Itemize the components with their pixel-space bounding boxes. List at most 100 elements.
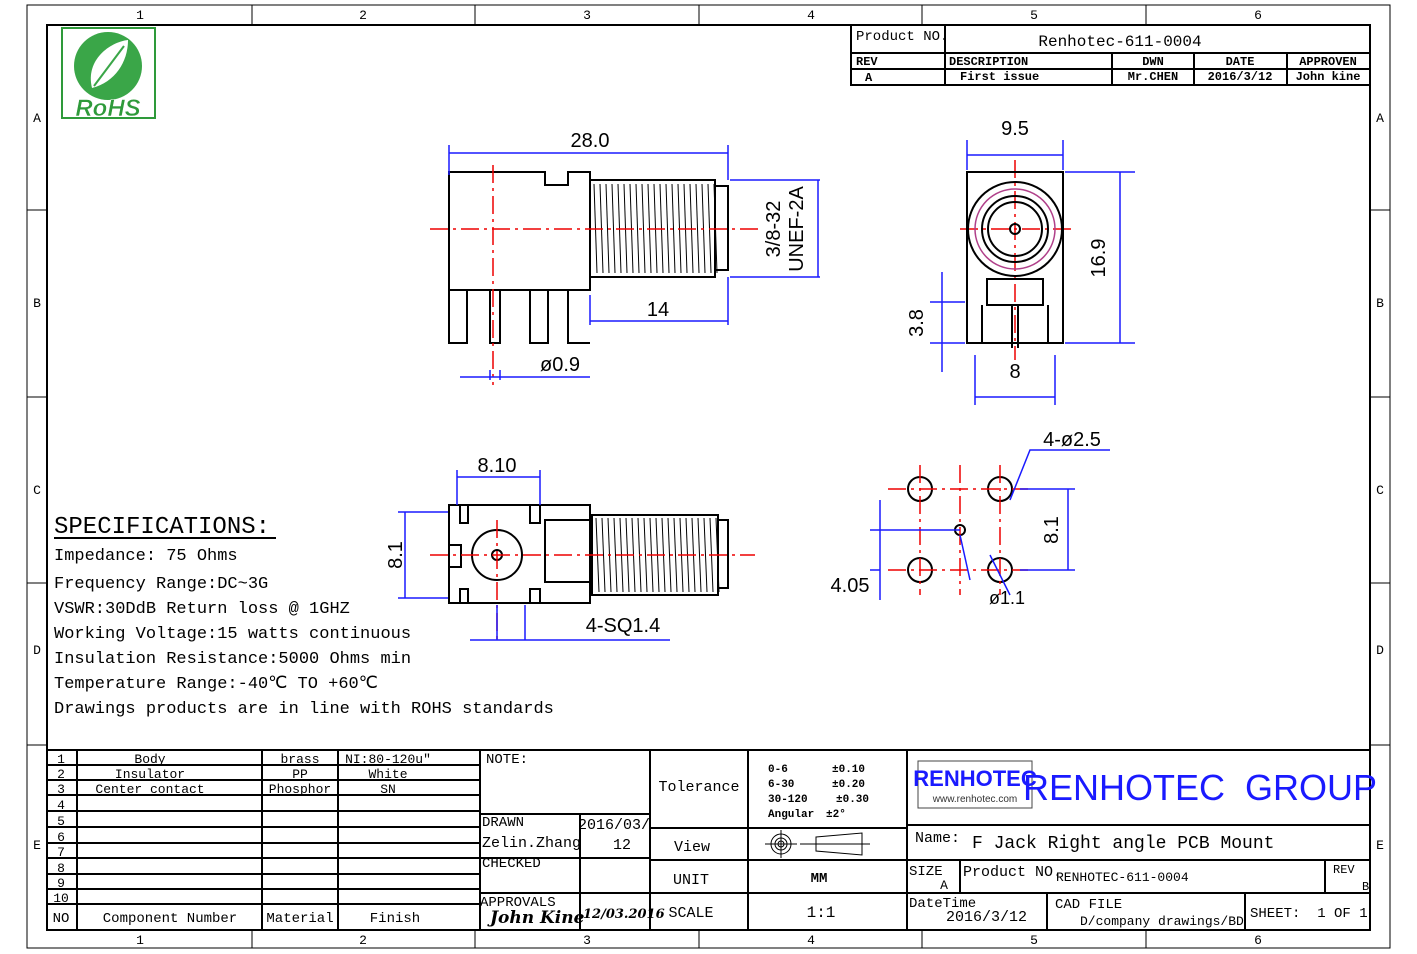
thread-line [695, 183, 700, 274]
svg-text:6: 6 [1254, 933, 1262, 948]
svg-text:D: D [33, 643, 41, 658]
svg-text:5: 5 [1030, 933, 1038, 948]
svg-text:RENHOTEC GROUP: RENHOTEC GROUP [1023, 767, 1377, 808]
svg-text:John kine: John kine [1296, 70, 1361, 84]
bom-cell: Body [134, 752, 165, 767]
svg-text:Drawings products are in line: Drawings products are in line with ROHS … [54, 700, 554, 719]
bom-cell: NI:80-120u" [345, 752, 431, 767]
svg-text:B: B [33, 296, 41, 311]
svg-text:2016/03/: 2016/03/ [578, 817, 650, 834]
svg-text:First issue: First issue [960, 70, 1039, 84]
svg-text:John Kine: John Kine [487, 908, 585, 928]
svg-text:Impedance: 75 Ohms: Impedance: 75 Ohms [54, 547, 238, 566]
svg-text:RENHOTEC: RENHOTEC [913, 766, 1037, 791]
svg-text:8: 8 [1009, 361, 1020, 383]
svg-text:REV: REV [856, 55, 878, 69]
svg-text:Insulation Resistance:5000 Ohm: Insulation Resistance:5000 Ohms min [54, 650, 411, 669]
svg-text:www.renhotec.com: www.renhotec.com [932, 794, 1017, 805]
svg-text:A: A [33, 111, 41, 126]
inner-frame [46, 24, 1371, 931]
svg-text:SHEET: 1 OF 1: SHEET: 1 OF 1 [1250, 906, 1368, 922]
svg-text:CHECKED: CHECKED [482, 856, 541, 872]
svg-text:3: 3 [583, 933, 591, 948]
svg-text:Material: Material [266, 911, 333, 927]
svg-text:Temperature Range:-40℃ TO +60℃: Temperature Range:-40℃ TO +60℃ [54, 675, 378, 694]
thread-line [671, 183, 676, 274]
rohs-logo: RoHS [61, 27, 156, 122]
bom-cell: 4 [57, 798, 65, 813]
revision-block: Product NO. Renhotec-611-0004 REV DESCRI… [850, 24, 1371, 86]
svg-text:VSWR:30DdB Return loss @ 1GHZ: VSWR:30DdB Return loss @ 1GHZ [54, 600, 350, 619]
bom-cell: Phosphor [269, 782, 331, 797]
thread-line [641, 183, 646, 274]
svg-text:D/company drawings/BD: D/company drawings/BD [1080, 914, 1244, 929]
svg-text:8.1: 8.1 [1041, 516, 1063, 544]
svg-text:Product NO.: Product NO. [963, 864, 1062, 881]
bom-cell: White [368, 767, 407, 782]
bom-cell: brass [280, 752, 319, 767]
svg-text:14: 14 [647, 299, 669, 321]
svg-text:A: A [865, 71, 873, 85]
svg-text:ø0.9: ø0.9 [540, 354, 580, 376]
svg-text:Angular: Angular [768, 809, 814, 821]
svg-text:3/8-32: 3/8-32 [763, 201, 785, 258]
bom-cell: 6 [57, 830, 65, 845]
svg-text:DWN: DWN [1142, 55, 1164, 69]
svg-text:Renhotec-611-0004: Renhotec-611-0004 [1038, 33, 1201, 51]
svg-text:ø1.1: ø1.1 [989, 588, 1025, 608]
grid-dividers [27, 5, 1390, 948]
svg-text:28.0: 28.0 [571, 130, 610, 152]
svg-text:View: View [674, 839, 710, 856]
bom-cell: Insulator [115, 767, 185, 782]
svg-text:Frequency Range:DC~3G: Frequency Range:DC~3G [54, 575, 268, 594]
svg-text:DESCRIPTION: DESCRIPTION [949, 55, 1028, 69]
svg-text:2016/3/12: 2016/3/12 [1208, 70, 1273, 84]
bom-cell: SN [380, 782, 396, 797]
svg-text:APPROVALS: APPROVALS [480, 895, 556, 911]
svg-text:E: E [33, 838, 41, 853]
svg-text:Product NO.: Product NO. [856, 29, 948, 45]
svg-text:Mr.CHEN: Mr.CHEN [1128, 70, 1178, 84]
svg-text:4-ø2.5: 4-ø2.5 [1043, 429, 1101, 451]
svg-text:APPROVEN: APPROVEN [1299, 55, 1357, 69]
svg-text:DRAWN: DRAWN [482, 815, 524, 831]
svg-text:SIZE: SIZE [909, 864, 943, 880]
thread-line [643, 517, 648, 593]
specifications: SPECIFICATIONS: Impedance: 75 Ohms Frequ… [54, 514, 554, 719]
svg-text:2: 2 [359, 933, 367, 948]
svg-text:DateTime: DateTime [909, 896, 976, 912]
svg-text:Tolerance: Tolerance [658, 779, 739, 796]
thread-line [605, 183, 610, 274]
svg-text:±0.20: ±0.20 [832, 779, 865, 791]
svg-text:RoHS: RoHS [75, 95, 140, 122]
svg-text:2: 2 [359, 8, 367, 23]
svg-text:NOTE:: NOTE: [486, 752, 528, 768]
svg-text:5: 5 [1030, 8, 1038, 23]
svg-text:±0.10: ±0.10 [832, 764, 865, 776]
svg-text:MM: MM [811, 871, 828, 887]
projection-symbol-icon [765, 830, 870, 858]
top-view: 8.10 4-SQ1.4 8.1 [385, 455, 755, 641]
thread-line [613, 517, 618, 593]
svg-text:8.10: 8.10 [478, 455, 517, 477]
svg-text:2016/3/12: 2016/3/12 [946, 909, 1027, 926]
svg-text:F Jack Right angle PCB Mount: F Jack Right angle PCB Mount [972, 834, 1274, 854]
thread-line [673, 517, 678, 593]
svg-text:3: 3 [583, 8, 591, 23]
bom-cell: 8 [57, 861, 65, 876]
svg-text:Name:: Name: [915, 830, 960, 847]
svg-text:4: 4 [807, 8, 815, 23]
svg-text:UNIT: UNIT [673, 872, 709, 889]
bom-cell: Center contact [95, 782, 204, 797]
svg-text:12/03.2016: 12/03.2016 [583, 907, 665, 922]
bom-cell: 5 [57, 814, 65, 829]
hole-pattern: 4-ø2.5 4.05 ø1.1 8.1 [831, 429, 1110, 608]
svg-text:6: 6 [1254, 8, 1262, 23]
thread-line [635, 183, 640, 274]
svg-text:SPECIFICATIONS:: SPECIFICATIONS: [54, 514, 270, 541]
thread-line [667, 517, 672, 593]
outer-frame [26, 4, 1391, 949]
thread-line [703, 517, 708, 593]
